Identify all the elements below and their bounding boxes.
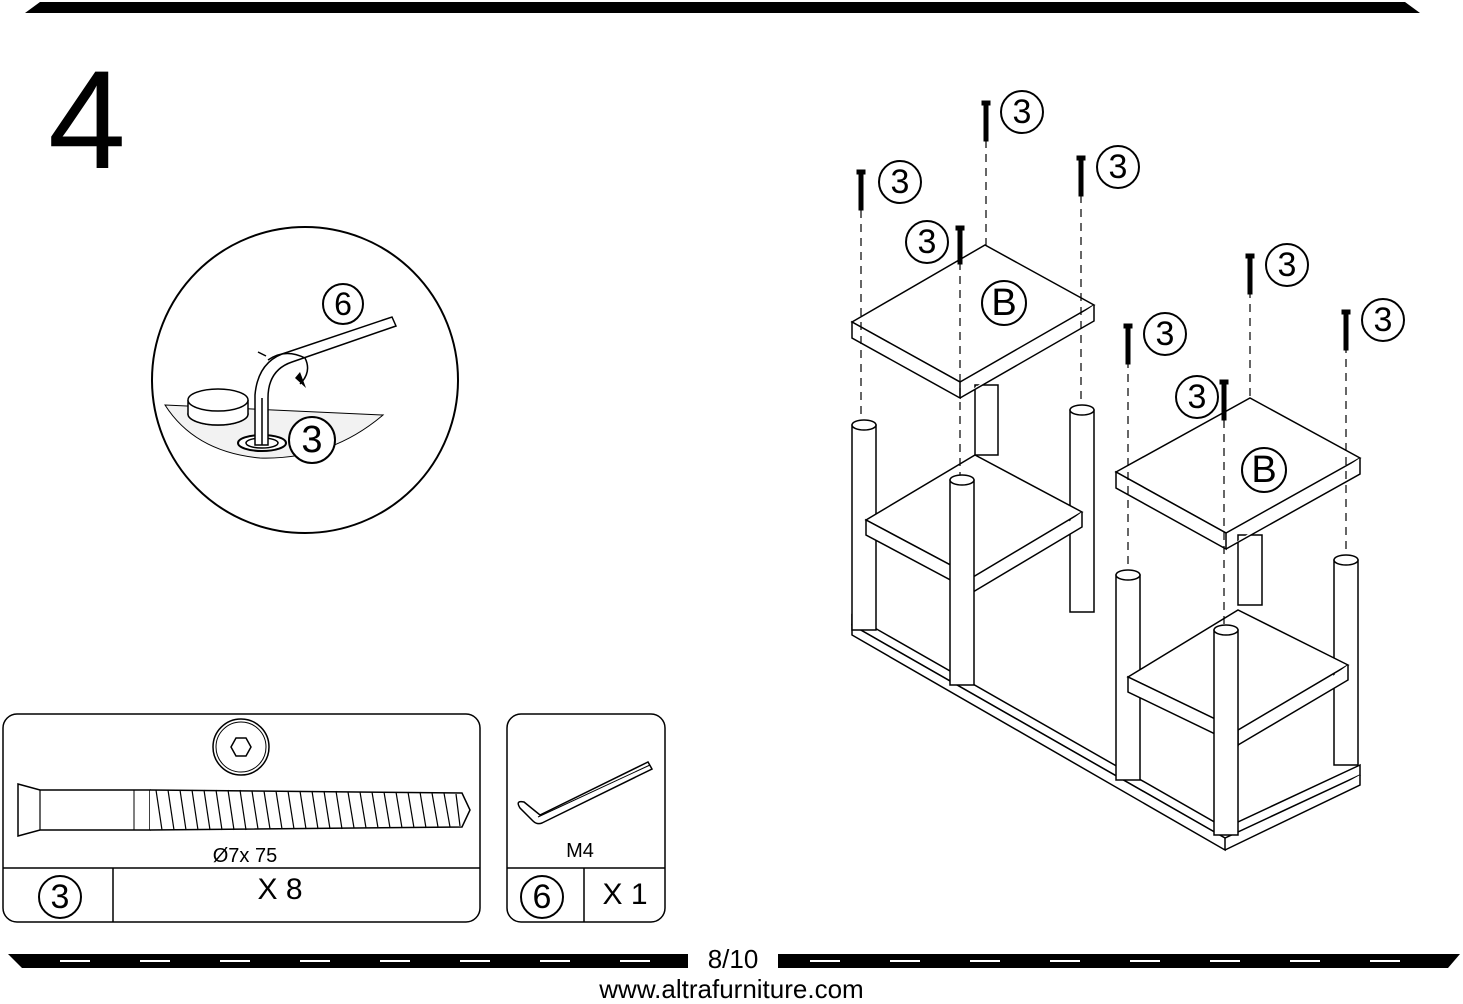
screw-part-callout: 3: [38, 875, 82, 919]
screw-callout-4: 3: [905, 220, 949, 264]
hex-key-spec: M4: [566, 840, 594, 862]
hex-key-detail: [254, 316, 398, 446]
cam-lock: [187, 388, 249, 426]
hex-key-quantity: X 1: [602, 878, 648, 911]
screw-callout-8: 3: [1175, 375, 1219, 419]
hex-key-part-callout: 6: [520, 875, 564, 919]
step-number: 4: [48, 41, 126, 198]
screw-callout-5: 3: [1265, 243, 1309, 287]
screws: [856, 100, 1351, 421]
screw-callout-3: 3: [1096, 145, 1140, 189]
hex-key-part-box: [506, 713, 666, 923]
screw-spec: Ø7x 75: [212, 845, 278, 867]
detail-key-callout: 6: [322, 283, 364, 325]
header-band: [25, 2, 1420, 13]
detail-view: [151, 226, 459, 534]
panel-b-callout-right: B: [1241, 447, 1287, 493]
screw-callout-6: 3: [1143, 312, 1187, 356]
screw-callout-1: 3: [1000, 90, 1044, 134]
website-link[interactable]: www.altrafurniture.com: [599, 974, 864, 1004]
exploded-assembly: [850, 244, 1362, 852]
panel-b-callout-left: B: [981, 280, 1027, 326]
footer-band: [8, 954, 1460, 968]
page-number: 8/10: [688, 944, 778, 974]
screw-callout-7: 3: [1361, 298, 1405, 342]
screw-callout-2: 3: [878, 160, 922, 204]
guide-lines: [860, 140, 1347, 625]
detail-screw-callout: 3: [288, 416, 336, 464]
screw-quantity: X 8: [257, 873, 303, 906]
screw-part-box: [2, 713, 481, 923]
